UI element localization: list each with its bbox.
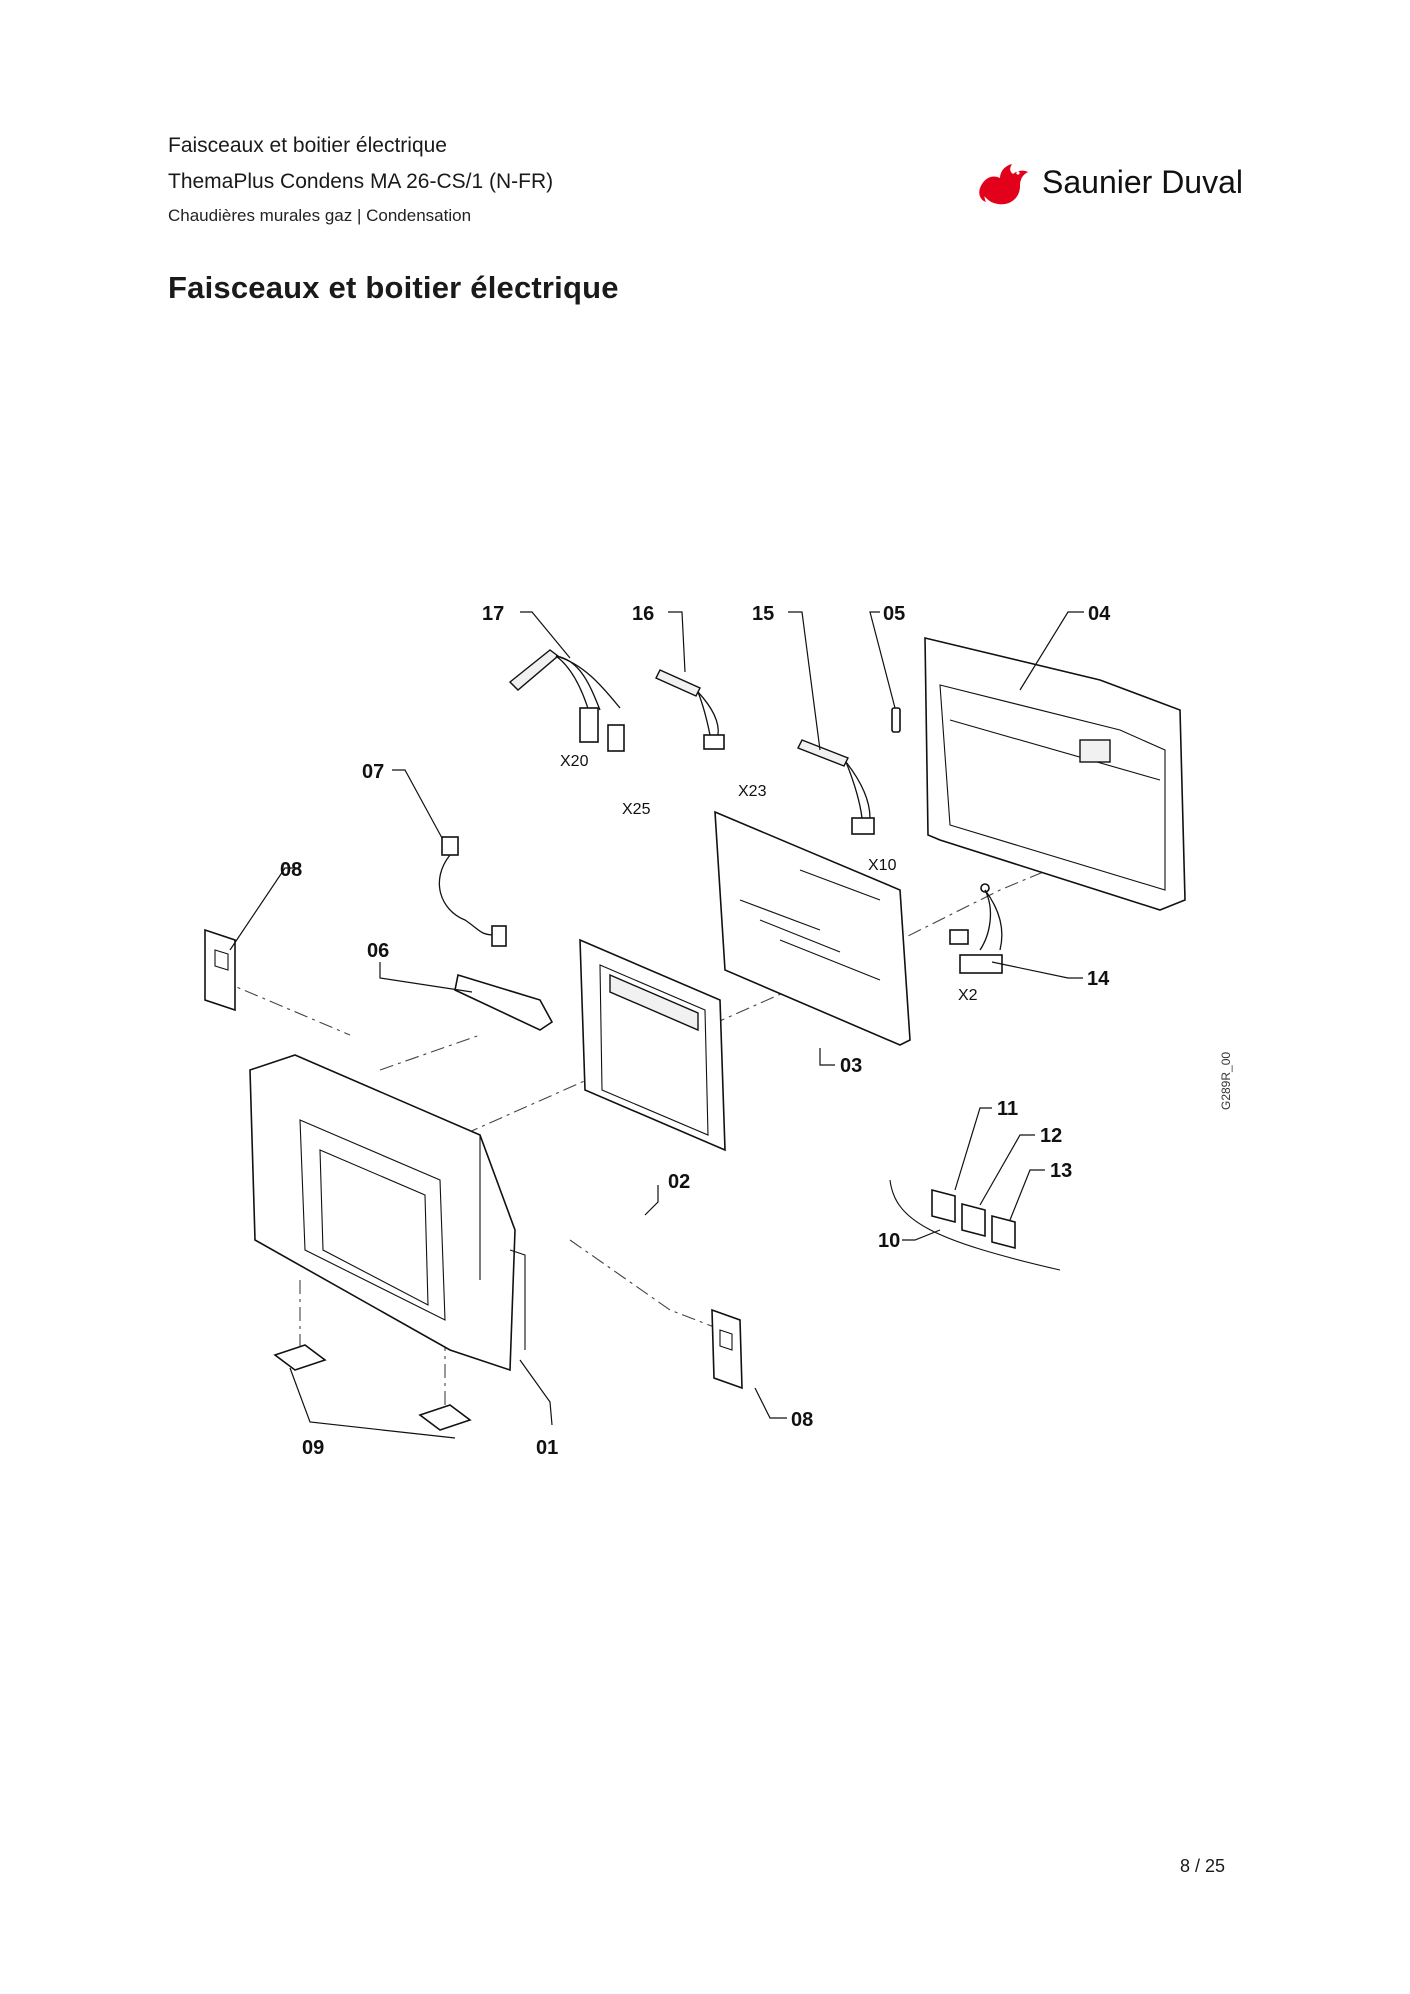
callout-label: 08: [791, 1409, 813, 1431]
connector-label: X20: [560, 753, 589, 770]
bracket-08-left: [204, 928, 236, 1012]
clips-09: [273, 1344, 472, 1431]
connector-labels: X20 X25 X23 X10 X2: [560, 753, 978, 1004]
red-bird-logo-icon: [979, 164, 1028, 205]
callout-label: 04: [1088, 603, 1111, 625]
callout-label: 11: [997, 1098, 1018, 1120]
callout-label: 17: [482, 603, 504, 625]
callout-label: 16: [632, 603, 654, 625]
callout-label: 01: [536, 1437, 558, 1459]
connector-label: X2: [958, 987, 978, 1004]
callout-label: 09: [302, 1437, 324, 1459]
pcb-03: [714, 810, 911, 1046]
connector-label: X10: [868, 857, 897, 874]
terminals-10-13: [889, 1179, 1061, 1271]
callout-label: 12: [1040, 1125, 1062, 1147]
page-title: Faisceaux et boitier électrique: [168, 270, 619, 305]
harness-15: [797, 739, 875, 835]
callout-label: 10: [878, 1230, 900, 1252]
drawing-reference: G289R_00: [1219, 1052, 1233, 1110]
connector-label: X25: [622, 801, 651, 818]
callout-label: 06: [367, 940, 389, 962]
harness-17: [508, 649, 625, 752]
callout-label: 15: [752, 603, 774, 625]
brand-name: Saunier Duval: [1042, 164, 1243, 200]
callout-label: 08: [280, 859, 302, 881]
header-product-name: ThemaPlus Condens MA 26-CS/1 (N-FR): [168, 170, 554, 193]
callout-label: 03: [840, 1055, 862, 1077]
callout-labels: 17 16 15 05 04 07 08 06 14 03 02 11 12 1…: [280, 603, 1111, 1459]
callout-label: 13: [1050, 1160, 1072, 1182]
callout-label: 05: [883, 603, 905, 625]
page-number: 8 / 25: [1180, 1856, 1226, 1876]
harness-16: [655, 669, 725, 750]
brand-logo-block: Saunier Duval: [978, 158, 1268, 210]
housing-01: [249, 1054, 526, 1372]
harness-07: [438, 836, 507, 947]
rear-cover-04: [924, 636, 1186, 911]
display-06: [454, 973, 554, 1031]
bracket-08-right: [711, 1308, 743, 1390]
frame-02: [579, 938, 726, 1152]
fuse-05: [891, 707, 901, 733]
exploded-parts-diagram: 17 16 15 05 04 07 08 06 14 03 02 11 12 1…: [204, 603, 1233, 1459]
harness-14: [949, 883, 1003, 974]
connector-label: X23: [738, 783, 767, 800]
callout-label: 14: [1087, 968, 1110, 990]
callout-label: 07: [362, 761, 384, 783]
header-document-section: Faisceaux et boitier électrique: [168, 134, 447, 157]
leader-lines: [229, 611, 1084, 1439]
callout-label: 02: [668, 1171, 690, 1193]
header-product-category: Chaudières murales gaz | Condensation: [168, 206, 472, 225]
